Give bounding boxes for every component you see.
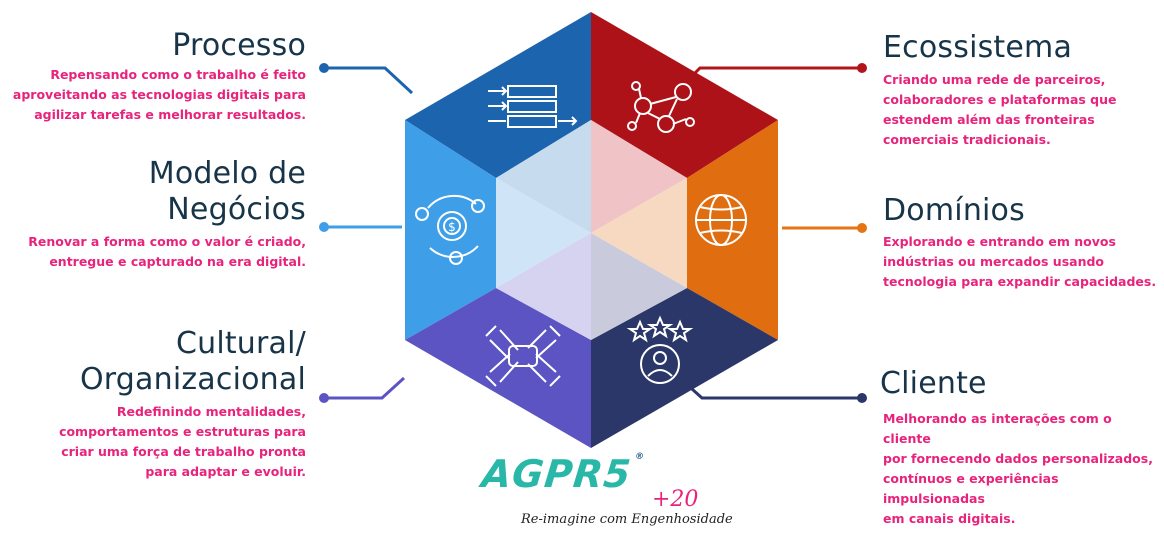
inner-hex-bottom-right xyxy=(591,233,687,340)
connector-cultural xyxy=(324,376,406,400)
title-cultural-line: Organizacional xyxy=(79,362,306,397)
segment-processo xyxy=(405,12,591,178)
dot-cliente xyxy=(857,393,867,403)
desc-ecossistema-line: Criando uma rede de parceiros, xyxy=(883,72,1106,87)
connector-processo xyxy=(324,66,414,95)
connector-cliente xyxy=(680,378,862,400)
title-modelo-line: Modelo de xyxy=(148,156,306,191)
title-cliente: Cliente xyxy=(880,366,987,401)
inner-hex-bottom-left xyxy=(496,233,591,340)
brand-suffix: +20 xyxy=(652,487,699,512)
desc-cliente-line: contínuos e experiências impulsionadas xyxy=(883,471,1059,506)
desc-modelo-line: Renovar a forma como o valor é criado, xyxy=(28,234,306,249)
segment-modelo xyxy=(405,120,496,340)
desc-processo-line: agilizar tarefas e melhorar resultados. xyxy=(34,107,306,122)
segment-dominios xyxy=(687,120,778,340)
desc-cultural-line: comportamentos e estruturas para xyxy=(59,424,306,439)
dot-cultural xyxy=(319,393,329,403)
title-cultural-line: Cultural/ xyxy=(175,326,306,361)
desc-cultural-line: para adaptar e evoluir. xyxy=(145,464,306,479)
process-flow-icon xyxy=(488,85,578,128)
desc-dominios-line: indústrias ou mercados usando xyxy=(883,254,1105,269)
registered-mark: ® xyxy=(634,452,646,462)
dot-processo xyxy=(319,63,329,73)
desc-ecossistema-line: colaboradores e plataformas que xyxy=(883,92,1117,107)
segment-cultural xyxy=(405,288,591,448)
title-dominios: Domínios xyxy=(883,193,1025,228)
desc-processo-line: Repensando como o trabalho é feito xyxy=(50,67,306,82)
desc-cultural-line: Redefinindo mentalidades, xyxy=(116,404,306,419)
dot-ecossistema xyxy=(857,63,867,73)
svg-text:$: $ xyxy=(448,220,456,234)
desc-cliente-line: em canais digitais. xyxy=(883,511,1016,526)
dot-dominios xyxy=(857,223,867,233)
inner-hex-left xyxy=(496,178,591,288)
desc-processo-line: aproveitando as tecnologias digitais par… xyxy=(12,87,306,102)
globe-icon xyxy=(695,194,747,246)
business-model-gear-icon: $ xyxy=(415,194,485,265)
teamwork-hands-icon xyxy=(485,325,561,387)
customer-rating-icon xyxy=(626,315,694,384)
desc-dominios-line: tecnologia para expandir capacidades. xyxy=(883,274,1157,289)
desc-ecossistema-line: estendem além das fronteiras xyxy=(883,112,1095,127)
network-people-icon xyxy=(627,81,695,133)
segment-ecossistema xyxy=(591,12,778,178)
desc-dominios-line: Explorando e entrando em novos xyxy=(883,234,1116,249)
inner-hex-right xyxy=(591,178,687,288)
brand-slogan: Re-imagine com Engenhosidade xyxy=(521,512,733,527)
desc-cultural-line: criar uma força de trabalho pronta xyxy=(61,444,306,459)
desc-modelo-line: entregue e capturado na era digital. xyxy=(49,254,306,269)
inner-hex-top-right xyxy=(591,120,687,233)
title-modelo-line: Negócios xyxy=(167,192,306,227)
inner-hex-top-left xyxy=(496,120,591,233)
dot-modelo xyxy=(319,222,329,232)
desc-ecossistema-line: comerciais tradicionais. xyxy=(883,132,1051,147)
brand-logo: AGPR5® xyxy=(480,452,646,496)
title-ecossistema: Ecossistema xyxy=(883,30,1073,65)
desc-cliente-line: Melhorando as interações com o cliente xyxy=(883,411,1112,446)
desc-cliente-line: por fornecendo dados personalizados, xyxy=(883,451,1153,466)
brand-name: AGPR5 xyxy=(479,452,634,496)
title-processo: Processo xyxy=(172,28,306,63)
